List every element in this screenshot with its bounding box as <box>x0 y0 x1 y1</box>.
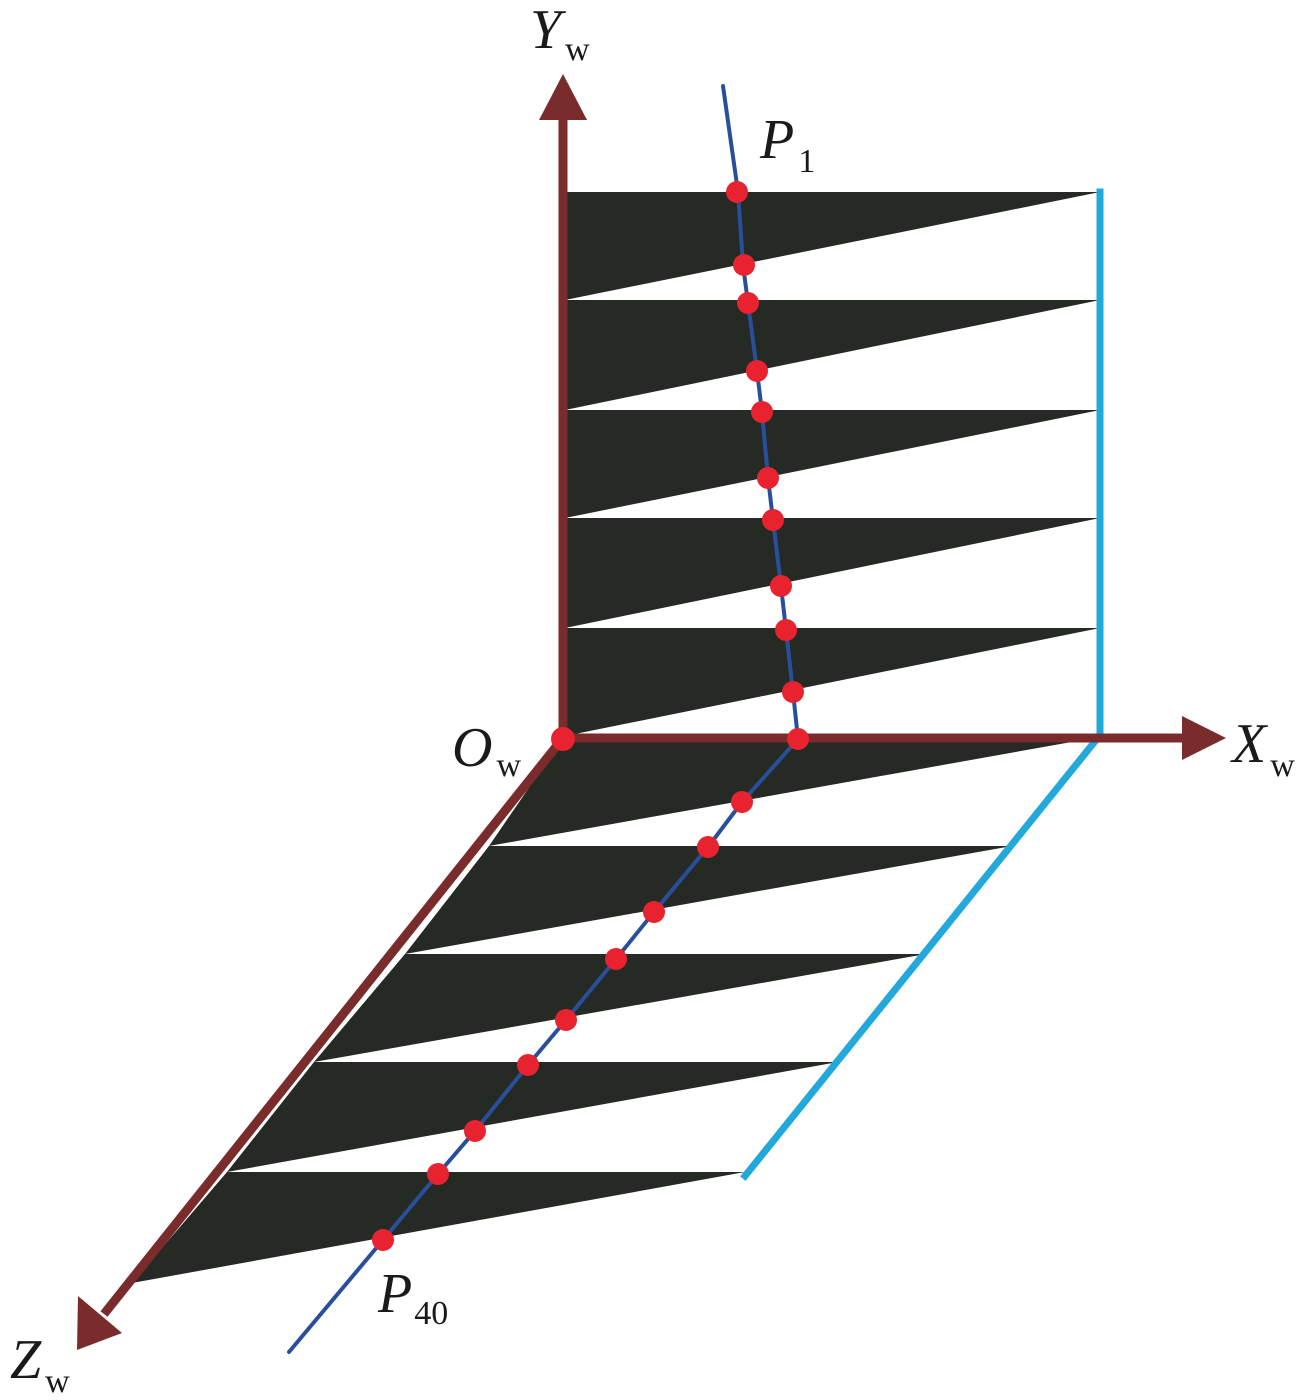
point <box>517 1054 539 1076</box>
ground-triangle <box>132 1172 745 1283</box>
point <box>731 791 753 813</box>
point <box>770 575 792 597</box>
origin-point <box>551 727 575 751</box>
point <box>757 467 779 489</box>
scan-line <box>287 84 800 1354</box>
target-edge <box>740 188 1104 1181</box>
point <box>427 1163 449 1185</box>
point <box>746 360 768 382</box>
point <box>726 181 748 203</box>
vertical-triangle <box>565 518 1100 628</box>
point <box>733 254 755 276</box>
intersection-points <box>372 181 809 1251</box>
p40-label: P40 <box>377 1263 448 1332</box>
point <box>737 292 759 314</box>
z-axis <box>100 735 567 1317</box>
z-axis-arrow <box>77 1296 122 1350</box>
point <box>762 509 784 531</box>
vertical-pattern <box>565 192 1100 736</box>
ground-triangle <box>405 846 1012 954</box>
ground-triangle <box>489 738 1094 846</box>
point <box>605 948 627 970</box>
point <box>643 901 665 923</box>
vertical-triangle <box>565 300 1100 410</box>
point <box>775 619 797 641</box>
ground-pattern <box>132 738 1094 1283</box>
point <box>555 1009 577 1031</box>
vertical-triangle <box>565 410 1100 518</box>
x-axis-arrow <box>1182 716 1226 760</box>
vertical-triangle <box>565 628 1100 736</box>
vertical-triangle <box>565 192 1100 300</box>
point <box>372 1229 394 1251</box>
point <box>751 401 773 423</box>
point <box>782 681 804 703</box>
point <box>787 728 809 750</box>
target-edge-ground <box>740 735 1101 1181</box>
ground-triangle <box>314 954 926 1062</box>
ground-triangle <box>227 1062 838 1172</box>
y-axis-arrow <box>539 74 587 120</box>
point <box>464 1120 486 1142</box>
point <box>697 836 719 858</box>
axes <box>77 74 1226 1350</box>
